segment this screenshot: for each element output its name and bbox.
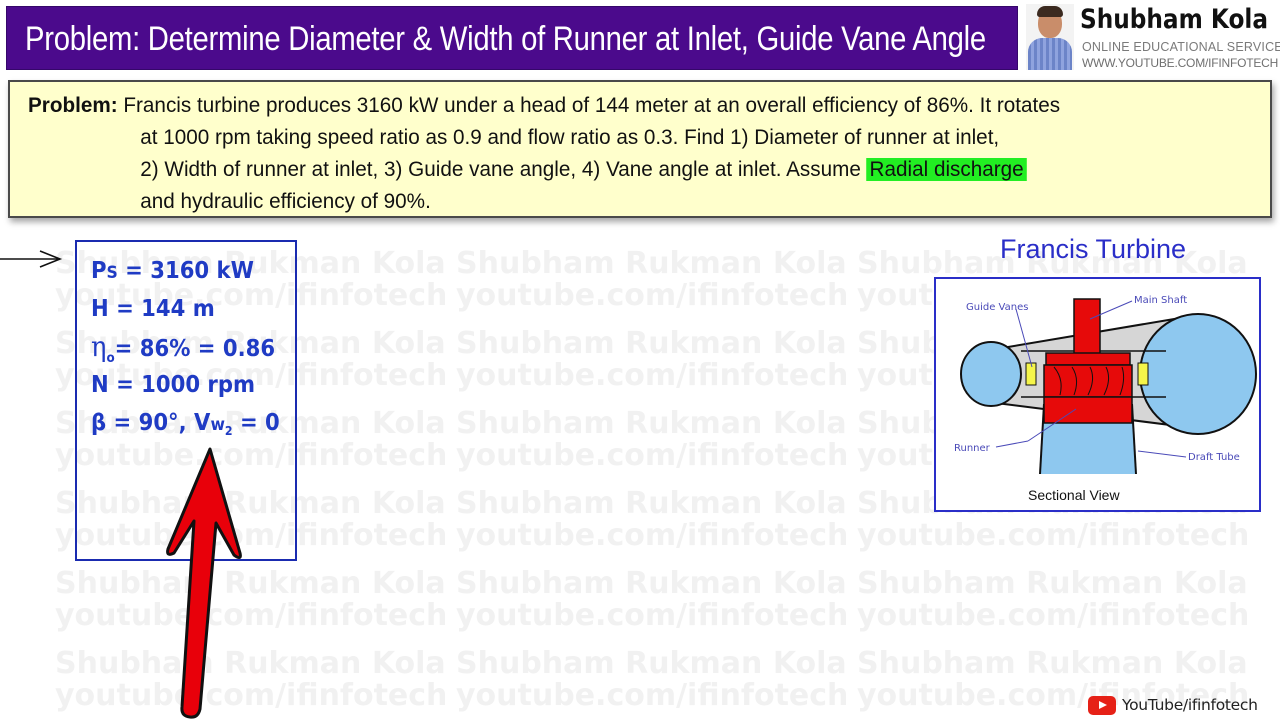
brand-logo: Shubham Kola ONLINE EDUCATIONAL SERVICES… <box>1022 0 1280 74</box>
brand-name: Shubham Kola <box>1080 4 1269 35</box>
label-sectional-view: Sectional View <box>1028 487 1120 503</box>
youtube-label: YouTube/ifinfotech <box>1122 696 1258 714</box>
francis-turbine-sectional-view: Guide Vanes Main Shaft Runner Draft Tube… <box>954 295 1257 503</box>
eta-symbol: η <box>91 330 107 363</box>
label-main-shaft: Main Shaft <box>1134 295 1187 306</box>
label-runner: Runner <box>954 443 991 454</box>
given-speed: N = 1000 rpm <box>91 372 256 398</box>
label-guide-vanes: Guide Vanes <box>966 302 1028 313</box>
highlighted-assumption: Radial discharge <box>866 158 1027 181</box>
given-efficiency: ηo= 86% = 0.86 <box>91 330 276 366</box>
youtube-icon <box>1088 695 1116 715</box>
given-data-box: PS = 3160 kW H = 144 m ηo= 86% = 0.86 N … <box>75 240 297 561</box>
pointer-arrow-icon <box>0 250 63 268</box>
problem-line-3: 2) Width of runner at inlet, 3) Guide va… <box>140 158 867 181</box>
problem-line-4: and hydraulic efficiency of 90%. <box>140 190 431 213</box>
problem-label: Problem: <box>28 94 118 117</box>
red-arrow-icon <box>166 447 242 719</box>
label-draft-tube: Draft Tube <box>1188 452 1240 463</box>
turbine-diagram: Guide Vanes Main Shaft Runner Draft Tube… <box>934 277 1261 512</box>
avatar <box>1026 4 1074 70</box>
problem-line-2: at 1000 rpm taking speed ratio as 0.9 an… <box>140 126 1000 149</box>
given-head: H = 144 m <box>91 296 215 322</box>
brand-website: WWW.YOUTUBE.COM/IFINFOTECH <box>1082 56 1279 70</box>
brand-subtitle: ONLINE EDUCATIONAL SERVICES <box>1082 40 1280 54</box>
given-power: PS = 3160 kW <box>91 258 254 284</box>
youtube-channel-link[interactable]: YouTube/ifinfotech <box>1088 694 1258 716</box>
problem-line-1: Francis turbine produces 3160 kW under a… <box>123 94 1061 117</box>
slide-title: Problem: Determine Diameter & Width of R… <box>25 20 986 58</box>
turbine-title: Francis Turbine <box>1000 234 1187 264</box>
header-bar: Problem: Determine Diameter & Width of R… <box>6 6 1018 70</box>
given-discharge-condition: β = 90°, Vw2 = 0 <box>91 410 280 438</box>
problem-statement-box: Problem: Francis turbine produces 3160 k… <box>8 80 1272 218</box>
